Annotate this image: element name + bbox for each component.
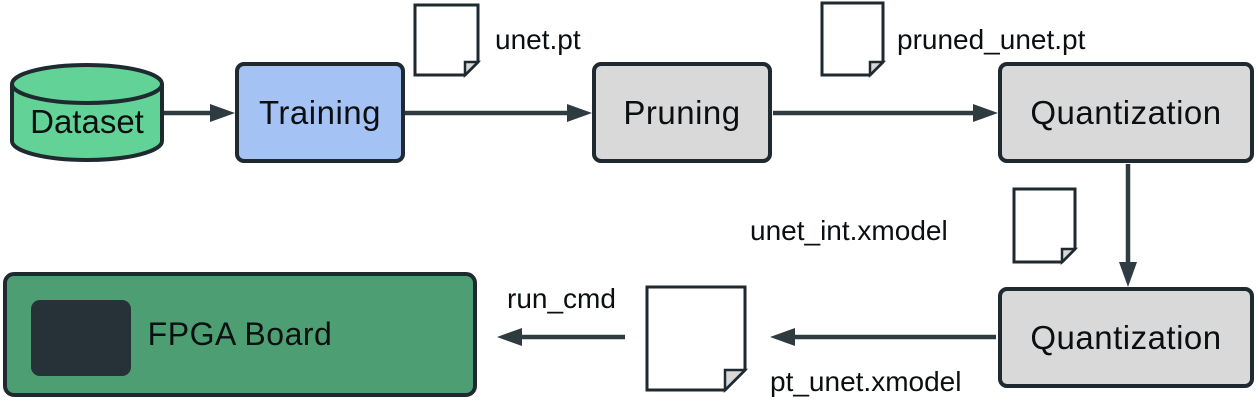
quantization-top-node-label: Quantization	[1030, 93, 1222, 131]
chip-icon	[31, 300, 131, 376]
fpga-board-node-label: FPGA Board	[147, 316, 333, 352]
arrow-quantization-to-quantization	[1119, 164, 1137, 287]
database-cylinder-icon	[10, 63, 164, 162]
arrow-quantization-to-file	[770, 328, 996, 346]
pruned-unet-pt-label: pruned_unet.pt	[897, 24, 1086, 55]
pruning-node: Pruning	[592, 62, 772, 163]
unet-pt-label: unet.pt	[495, 24, 581, 55]
run-cmd-label: run_cmd	[507, 283, 616, 314]
unet-int-xmodel-label: unet_int.xmodel	[750, 215, 948, 246]
quantization-top-node: Quantization	[998, 62, 1254, 163]
quantization-bottom-node: Quantization	[998, 287, 1254, 388]
document-file-icon-unet-int-xmodel	[1012, 187, 1079, 266]
arrow-file-to-fpga	[497, 328, 625, 346]
training-node: Training	[235, 62, 405, 163]
document-file-icon-pruned-unet-pt	[820, 1, 887, 79]
pt-unet-xmodel-label: pt_unet.xmodel	[770, 366, 962, 397]
training-node-label: Training	[259, 93, 381, 131]
dataset-node-label: Dataset	[30, 103, 144, 140]
quantization-bottom-node-label: Quantization	[1030, 318, 1222, 356]
arrow-pruning-to-quantization	[773, 104, 998, 122]
arrow-training-to-pruning	[405, 104, 592, 122]
fpga-board-node: FPGA Board	[3, 272, 477, 397]
pruning-node-label: Pruning	[623, 93, 741, 131]
document-file-icon-run-cmd	[645, 285, 749, 394]
arrow-dataset-to-training	[164, 104, 235, 122]
document-file-icon-unet-pt	[413, 3, 482, 79]
